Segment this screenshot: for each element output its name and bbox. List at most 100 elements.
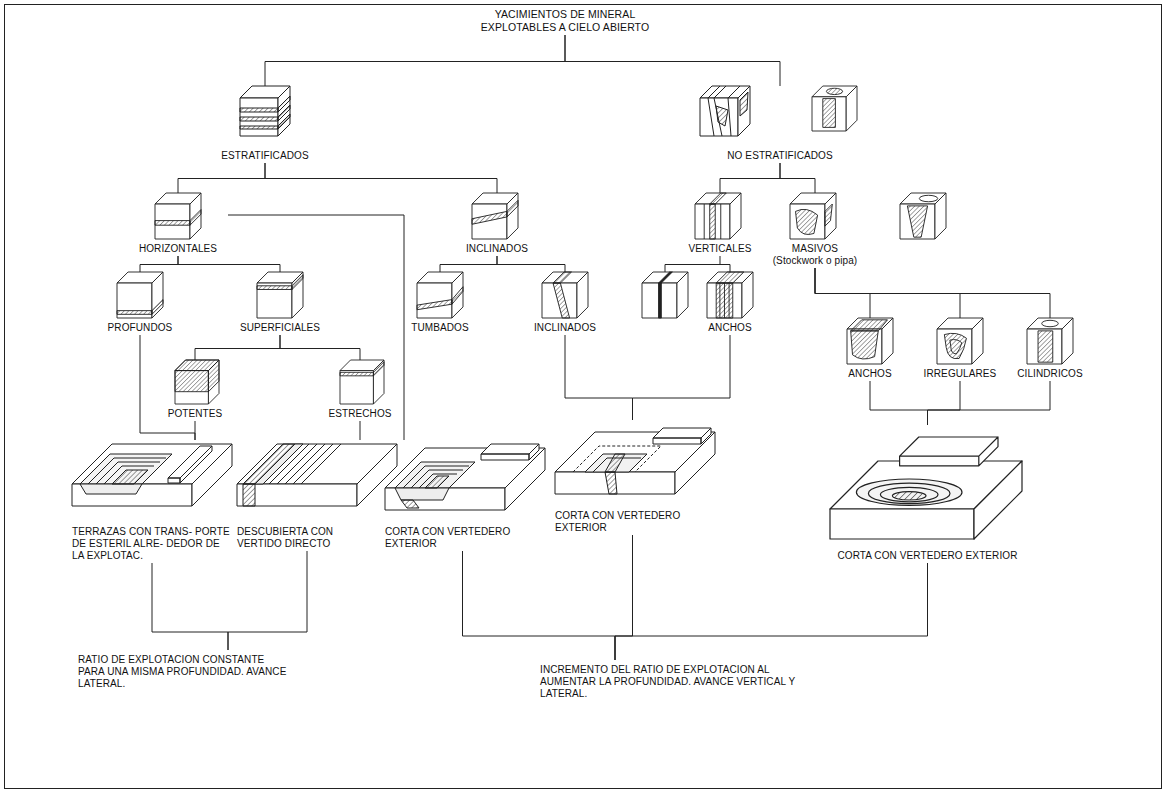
tree-connector (815, 268, 1050, 318)
deposit-type-node: MASIVOS(Stockwork o pipa) (760, 193, 870, 267)
deposit-type-node: SUPERFICIALES (225, 272, 335, 334)
deposit-type-node: NO ESTRATIFICADOS (690, 86, 870, 162)
deposit-block (175, 360, 219, 404)
node-label: YACIMIENTOS DE MINERAL EXPLOTABLES A CIE… (470, 8, 660, 34)
blocks (72, 86, 1073, 539)
pit-drawing (555, 428, 715, 494)
note-block: RATIO DE EXPLOTACION CONSTANTE PARA UNA … (78, 650, 293, 690)
deposit-block (542, 272, 588, 318)
tree-connector (195, 421, 196, 440)
deposit-block (707, 272, 753, 318)
deposit-block (240, 86, 290, 136)
deposit-block (155, 193, 201, 239)
deposit-type-node: IRREGULARES (910, 318, 1010, 380)
node-label: ESTRECHOS (325, 408, 395, 420)
tree-connector (280, 335, 360, 360)
node-label: INCLINADOS (447, 243, 547, 255)
tree-connector (360, 421, 361, 440)
node-label: INCREMENTO DEL RATIO DE EXPLOTACION AL A… (540, 664, 825, 700)
deposit-type-node: ESTRECHOS (325, 360, 395, 420)
tree-connector (440, 256, 497, 272)
deposit-block (900, 193, 946, 239)
tree-connector (152, 563, 228, 650)
node-label: RATIO DE EXPLOTACION CONSTANTE PARA UNA … (78, 654, 293, 690)
deposit-block (117, 272, 163, 318)
pit-drawing (237, 444, 397, 506)
node-sublabel: (Stockwork o pipa) (760, 255, 870, 267)
tree-connector (140, 256, 178, 272)
node-label: CORTA CON VERTEDERO EXTERIOR (830, 550, 1025, 562)
tree-connector (195, 335, 280, 360)
deposit-type-node: HORIZONTALES (128, 193, 228, 255)
node-label: HORIZONTALES (128, 243, 228, 255)
node-label: MASIVOS (760, 243, 870, 255)
deposit-type-node: VERTICALES (670, 193, 770, 255)
node-label: CILINDRICOS (1008, 368, 1092, 380)
deposit-block (790, 193, 836, 239)
deposit-block (937, 318, 983, 364)
deposit-block (812, 86, 857, 131)
tree-connector (615, 535, 633, 660)
mining-method-node: CORTA CON VERTEDERO EXTERIOR (385, 440, 540, 550)
node-label: DESCUBIERTA CON VERTIDO DIRECTO (237, 526, 377, 550)
tree-connector (565, 35, 780, 86)
pit-drawing (72, 444, 232, 506)
deposit-type-node: ANCHOS (690, 272, 770, 334)
tree-connector (720, 256, 730, 272)
deposit-type-node: TUMBADOS (408, 272, 472, 334)
node-label: SUPERFICIALES (225, 322, 335, 334)
tree-connector (265, 163, 497, 193)
tree-line (665, 265, 720, 273)
node-label: TUMBADOS (408, 322, 472, 334)
deposit-block (642, 272, 688, 318)
mining-method-node: CORTA CON VERTEDERO EXTERIOR (555, 420, 710, 534)
deposit-block (417, 272, 463, 318)
deposit-block (472, 193, 518, 239)
deposit-block (257, 272, 303, 318)
deposit-type-node: CILINDRICOS (1008, 318, 1092, 380)
node-label: VERTICALES (670, 243, 770, 255)
node-label: IRREGULARES (910, 368, 1010, 380)
tree-connector (928, 381, 961, 425)
deposit-type-node: PROFUNDOS (95, 272, 185, 334)
node-label: ANCHOS (835, 368, 905, 380)
tree-connector (140, 335, 195, 440)
tree-connector (615, 563, 928, 660)
tree-connector (565, 335, 633, 420)
deposit-type-node: ESTRATIFICADOS (205, 86, 325, 162)
deposit-block (700, 86, 750, 136)
frame (5, 5, 1162, 789)
node-label: CORTA CON VERTEDERO EXTERIOR (385, 526, 540, 550)
tree-connector (265, 35, 565, 86)
pit-drawing (830, 437, 1022, 539)
tree-connector (928, 381, 1051, 425)
tree-connector (633, 335, 731, 420)
root-heading: YACIMIENTOS DE MINERAL EXPLOTABLES A CIE… (470, 8, 660, 34)
tree-connector (178, 163, 265, 193)
tree-connector (497, 256, 565, 272)
node-label: POTENTES (160, 408, 230, 420)
node-label: NO ESTRATIFICADOS (690, 150, 870, 162)
node-label: INCLINADOS (515, 322, 615, 334)
mining-method-node: TERRAZAS CON TRANS- PORTE DE ESTERIL ALR… (72, 440, 232, 562)
node-label: PROFUNDOS (95, 322, 185, 334)
deposit-block (847, 318, 893, 364)
tree-connector (780, 163, 815, 193)
note-block: INCREMENTO DEL RATIO DE EXPLOTACION AL A… (540, 660, 825, 700)
deposit-block (340, 360, 384, 404)
deposit-type-node: ANCHOS (835, 318, 905, 380)
node-label: ANCHOS (690, 322, 770, 334)
tree-connector (228, 551, 307, 650)
deposit-block (1027, 318, 1073, 364)
node-label: ESTRATIFICADOS (205, 150, 325, 162)
deposit-type-node: INCLINADOS (447, 193, 547, 255)
deposit-type-node: POTENTES (160, 360, 230, 420)
tree-connector (463, 551, 616, 660)
tree-connector (720, 163, 780, 193)
deposit-block (695, 193, 741, 239)
node-label: CORTA CON VERTEDERO EXTERIOR (555, 510, 710, 534)
node-label: TERRAZAS CON TRANS- PORTE DE ESTERIL ALR… (72, 526, 232, 562)
tree-connector (870, 381, 928, 425)
pit-drawing (385, 444, 545, 510)
